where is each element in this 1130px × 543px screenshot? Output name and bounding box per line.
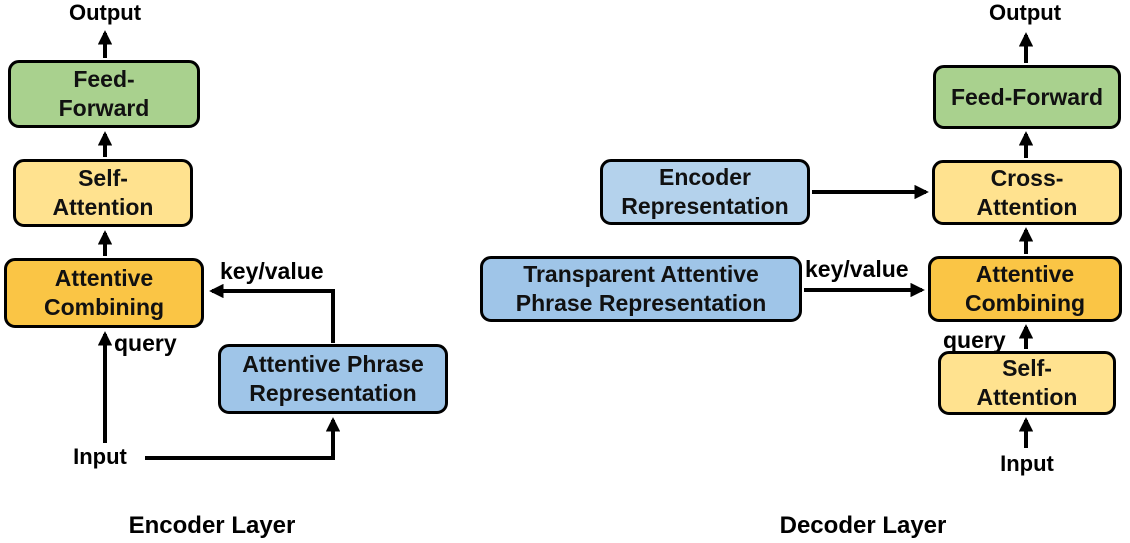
decoder-query-label: query <box>943 327 1006 353</box>
encoder-arrow-input-to-phrase-representation <box>145 417 341 460</box>
encoder-query-label: query <box>114 330 177 356</box>
decoder-encoder-representation-node: Encoder Representation <box>600 159 810 225</box>
encoder-output-label: Output <box>68 0 142 25</box>
encoder-attentive-phrase-representation-node: Attentive Phrase Representation <box>218 344 448 414</box>
decoder-self-attention-node: Self- Attention <box>938 351 1116 415</box>
encoder-attentive-combining-node: Attentive Combining <box>4 258 204 328</box>
encoder-input-label: Input <box>73 444 127 469</box>
decoder-cross-attention-node: Cross- Attention <box>932 160 1122 225</box>
decoder-input-label: Input <box>1000 451 1054 476</box>
decoder-attentive-combining-node: Attentive Combining <box>928 256 1122 322</box>
encoder-arrow-keyvalue-phrase-to-attentivecombining <box>209 283 335 343</box>
encoder-layer-caption: Encoder Layer <box>128 512 296 539</box>
decoder-key-value-label: key/value <box>805 256 909 282</box>
decoder-feed-forward-node: Feed-Forward <box>933 65 1121 129</box>
decoder-output-label: Output <box>988 0 1062 25</box>
decoder-layer-caption: Decoder Layer <box>779 512 947 539</box>
encoder-self-attention-node: Self- Attention <box>13 159 193 227</box>
encoder-key-value-label: key/value <box>220 258 324 284</box>
encoder-feed-forward-node: Feed- Forward <box>8 60 200 128</box>
decoder-transparent-attentive-phrase-representation-node: Transparent Attentive Phrase Representat… <box>480 256 802 322</box>
